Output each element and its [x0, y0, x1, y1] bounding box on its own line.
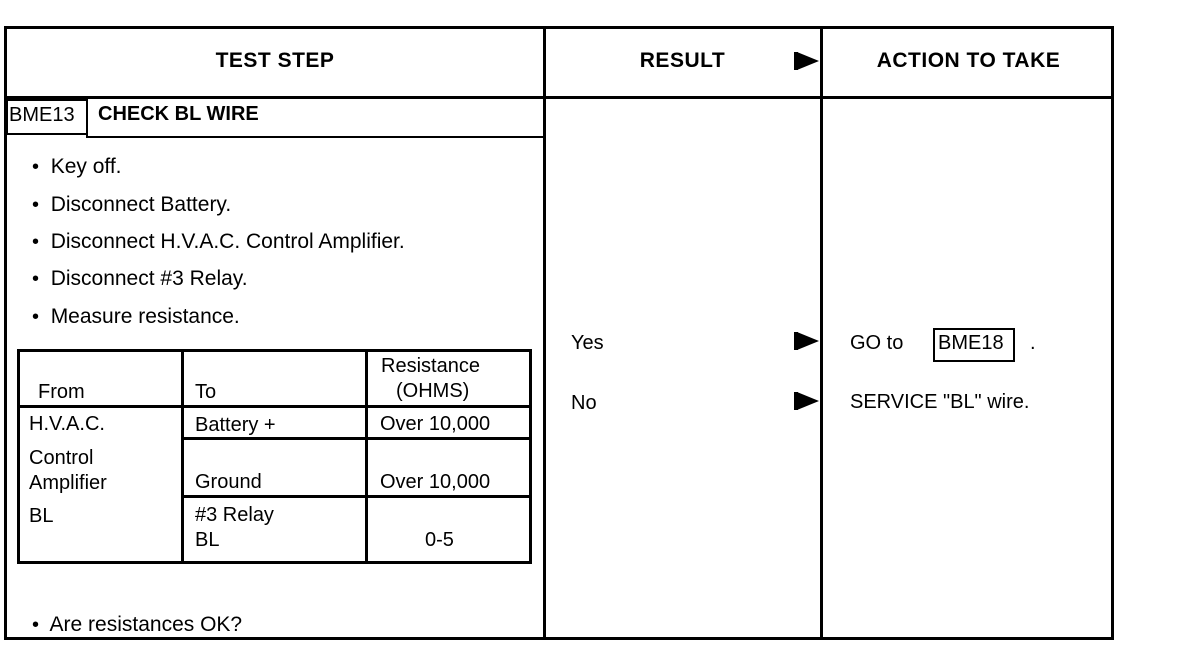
to-cell: BL [195, 529, 220, 551]
result-no-arrow-icon [797, 392, 819, 410]
header-arrow-stem [794, 52, 798, 70]
to-cell: Battery + [195, 414, 276, 436]
table-divider [17, 405, 532, 408]
from-cell: Control [29, 447, 94, 469]
goto-target[interactable]: BME18 [938, 332, 1004, 354]
column-divider [543, 26, 546, 640]
resistance-cell: Over 10,000 [380, 413, 491, 435]
result-no-arrow-stem [794, 392, 798, 410]
resistance-cell: Over 10,000 [380, 471, 491, 493]
from-cell: H.V.A.C. [29, 413, 105, 435]
goto-target-box[interactable] [933, 328, 1015, 362]
result-yes: Yes [571, 332, 604, 354]
from-cell: BL [29, 505, 54, 527]
table-divider [181, 437, 532, 440]
action-yes-suffix: . [1030, 332, 1036, 354]
from-cell: Amplifier [29, 472, 107, 494]
table-header-resistance: Resistance [381, 355, 480, 377]
header-arrow-icon [797, 52, 819, 70]
table-header-to: To [195, 381, 217, 403]
resistance-table [17, 349, 532, 564]
table-header-ohms: (OHMS) [396, 380, 470, 402]
bullet-item: • Disconnect #3 Relay. [32, 267, 248, 290]
header-action: ACTION TO TAKE [876, 49, 1061, 72]
bullet-item: • Key off. [32, 155, 122, 178]
final-question: • Are resistances OK? [32, 613, 243, 636]
header-divider [4, 96, 1114, 99]
result-no: No [571, 392, 597, 414]
result-yes-arrow-stem [794, 332, 798, 350]
procedure-table [4, 26, 1114, 640]
table-divider [181, 349, 184, 564]
table-divider [181, 495, 532, 498]
to-cell: Ground [195, 471, 262, 493]
header-result: RESULT [639, 49, 726, 72]
header-test-step: TEST STEP [215, 49, 335, 72]
table-divider [365, 349, 368, 564]
title-left-edge [86, 99, 88, 138]
bullet-item: • Measure resistance. [32, 305, 240, 328]
column-divider [820, 26, 823, 640]
title-divider [86, 136, 543, 138]
to-cell: #3 Relay [195, 504, 274, 526]
bullet-item: • Disconnect H.V.A.C. Control Amplifier. [32, 230, 405, 253]
result-yes-arrow-icon [797, 332, 819, 350]
resistance-cell: 0-5 [425, 529, 454, 551]
action-yes-prefix: GO to [850, 332, 904, 354]
action-no: SERVICE "BL" wire. [850, 391, 1030, 413]
table-header-from: From [38, 381, 85, 403]
step-id: BME13 [9, 104, 75, 126]
bullet-item: • Disconnect Battery. [32, 193, 232, 216]
step-title: CHECK BL WIRE [98, 103, 259, 125]
